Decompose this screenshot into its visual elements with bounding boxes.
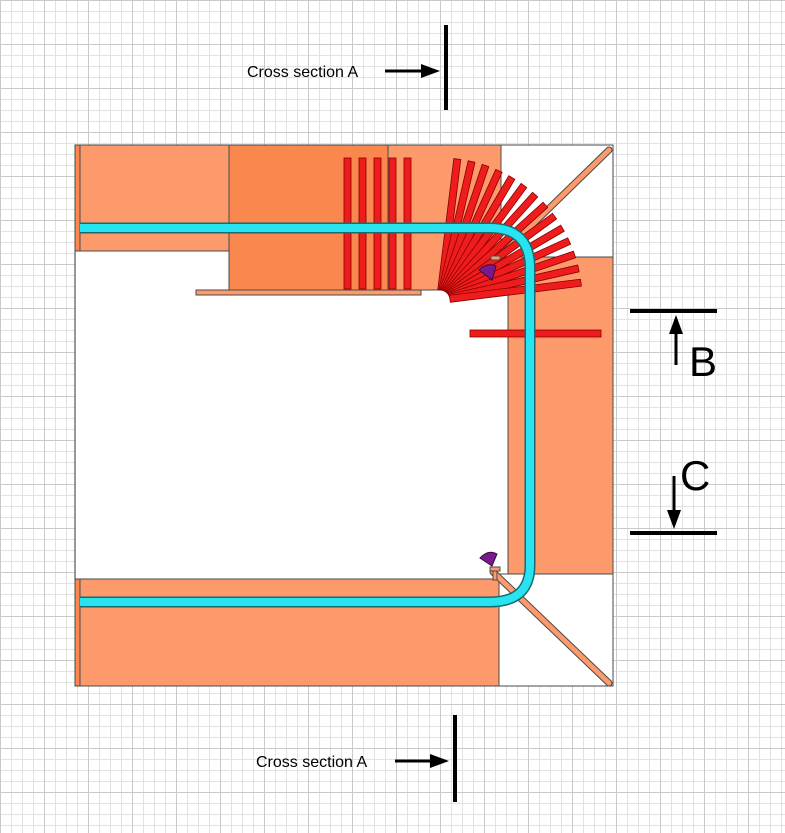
cyan-pipe bbox=[80, 224, 534, 606]
section-a-top-arrowhead bbox=[421, 64, 440, 78]
left-edge-strip-top bbox=[74, 144, 81, 252]
section-c-label: C bbox=[680, 452, 710, 499]
red-bar bbox=[449, 278, 582, 303]
bottom-block bbox=[74, 578, 500, 687]
top-plate bbox=[195, 289, 422, 296]
section-c-arrowhead bbox=[667, 510, 681, 529]
purple-marker-bottom bbox=[479, 551, 498, 567]
section-a-top-label: Cross section A bbox=[247, 64, 358, 81]
left-edge-strip-bottom bbox=[74, 578, 81, 687]
purple-marker-top bbox=[478, 264, 497, 281]
diagonal-rod-bottom-fill bbox=[490, 569, 612, 686]
section-a-bottom-arrowhead bbox=[430, 754, 449, 768]
connector-top bbox=[490, 255, 501, 261]
connector-bottom bbox=[489, 566, 501, 581]
top-left-block bbox=[74, 144, 231, 252]
right-block bbox=[507, 256, 614, 575]
section-b-arrowhead bbox=[669, 315, 683, 334]
section-a-bottom-label: Cross section A bbox=[256, 754, 367, 771]
section-b-label: B bbox=[689, 338, 717, 385]
